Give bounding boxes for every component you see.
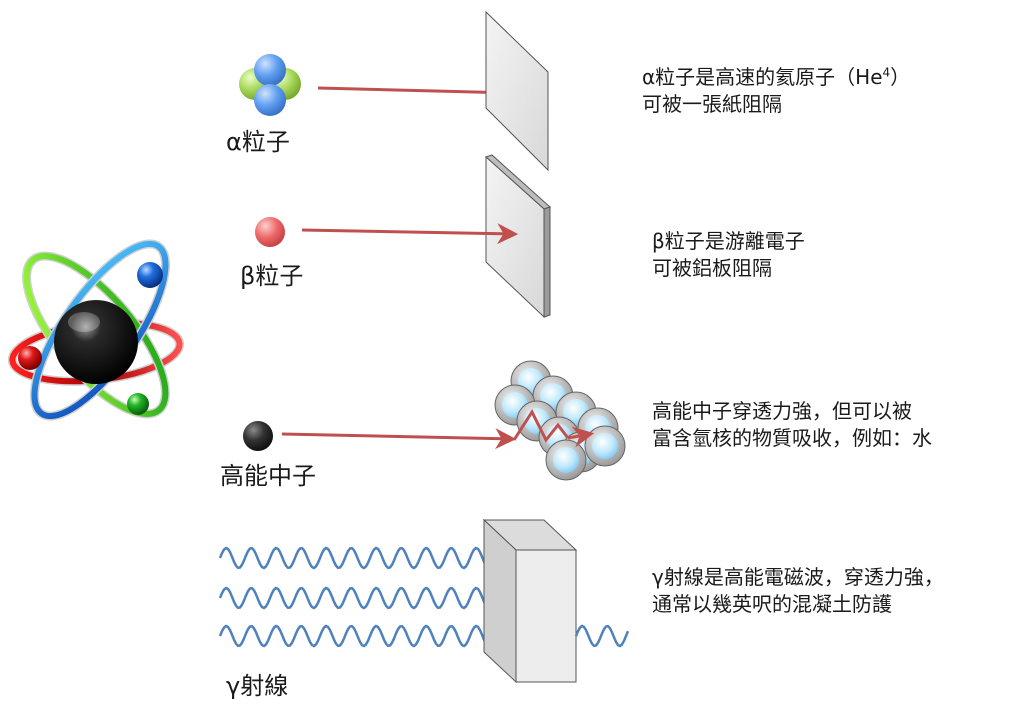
alpha-arrow — [317, 82, 519, 104]
neutron-particle-icon — [243, 421, 273, 451]
concrete-block — [482, 518, 578, 684]
beta-label: β粒子 — [240, 262, 304, 290]
beta-description: β粒子是游離電子 可被鋁板阻隔 — [652, 229, 805, 280]
atom-icon — [7, 239, 185, 421]
alpha-label: α粒子 — [226, 128, 290, 156]
aluminium-plate — [485, 154, 551, 319]
paper-sheet — [485, 10, 549, 172]
neutron-description: 高能中子穿透力強，但可以被 富含氫核的物質吸收，例如：水 — [652, 399, 932, 450]
neutron-arrow — [281, 428, 517, 450]
hydrogen-rich-material — [494, 360, 626, 481]
alpha-particle-icon — [239, 54, 301, 116]
neutron-label: 高能中子 — [220, 462, 316, 490]
alpha-description: α粒子是高速的氦原子（He4） 可被一張紙阻隔 — [642, 65, 911, 116]
neutron-scatter-path — [512, 408, 595, 448]
gamma-waves-after — [574, 624, 630, 648]
beta-particle-icon — [255, 217, 285, 247]
gamma-description: γ射線是高能電磁波，穿透力強， 通常以幾英呎的混凝土防護 — [652, 565, 944, 616]
beta-arrow — [301, 223, 519, 245]
gamma-label: γ射線 — [226, 672, 289, 700]
